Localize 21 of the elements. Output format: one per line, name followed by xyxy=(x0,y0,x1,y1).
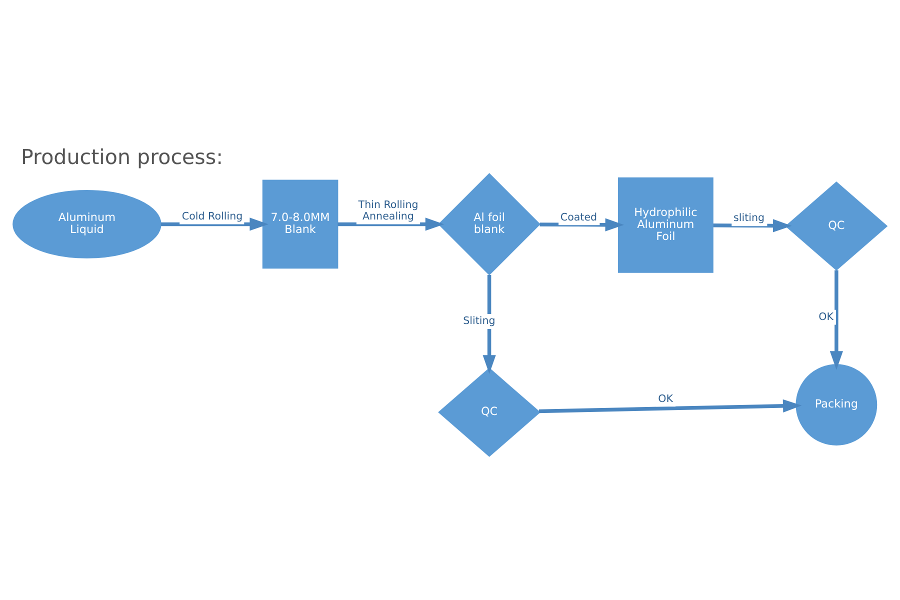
node-circle: Packing xyxy=(796,364,878,446)
edge-label: Cold Rolling xyxy=(182,210,243,222)
node-ellipse: Aluminum Liquid xyxy=(12,190,162,258)
edge-label: Sliting xyxy=(463,315,496,328)
node-box: 7.0-8.0MM Blank xyxy=(262,180,338,269)
arrow xyxy=(830,270,843,370)
node-diamond: QC xyxy=(438,368,541,457)
arrow xyxy=(160,218,268,231)
arrow xyxy=(540,218,624,232)
edge-label: Coated xyxy=(560,211,598,224)
edge-label: Thin Rolling Annealing xyxy=(358,199,418,222)
node-box: Hydrophilic Aluminum Foil xyxy=(618,177,714,273)
arrow xyxy=(538,399,802,414)
node-diamond: Al foil blank xyxy=(438,173,540,276)
edge-label: sliting xyxy=(734,212,765,224)
arrow xyxy=(338,218,444,231)
node-diamond: QC xyxy=(785,181,888,271)
edge-label: OK xyxy=(658,392,674,405)
arrow xyxy=(713,219,792,232)
edge-label: OK xyxy=(818,310,834,323)
diagram-title: Production process: xyxy=(21,144,224,169)
